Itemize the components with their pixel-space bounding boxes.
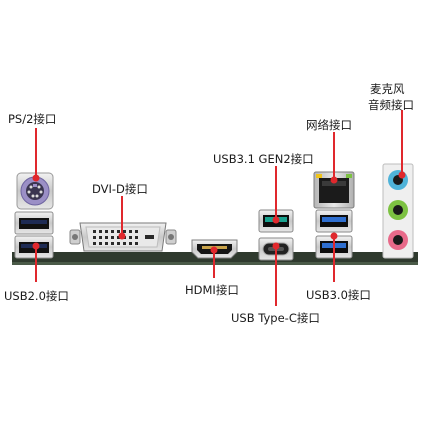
pointer-dot-usb31 bbox=[272, 216, 280, 224]
pointer-dot-ps2 bbox=[32, 174, 40, 182]
pointer-dot-usbc bbox=[272, 242, 280, 250]
pointer-dot-usb30 bbox=[330, 232, 338, 240]
pointer-dot-dvid bbox=[118, 232, 126, 240]
label-lan: 网络接口 bbox=[306, 118, 352, 132]
pointer-dot-lan bbox=[330, 176, 338, 184]
label-audio-line2: 音频接口 bbox=[368, 98, 414, 112]
label-dvid: DVI-D接口 bbox=[92, 182, 148, 196]
pointer-lines bbox=[32, 110, 406, 306]
label-usb20: USB2.0接口 bbox=[4, 289, 69, 303]
pointer-dot-usb20 bbox=[32, 242, 40, 250]
usb20-ports bbox=[14, 211, 54, 259]
label-audio-line1: 麦克风 bbox=[370, 82, 405, 96]
pointer-dot-audio bbox=[398, 171, 406, 179]
audio-jacks bbox=[382, 163, 414, 259]
label-usb30: USB3.0接口 bbox=[306, 288, 371, 302]
pointer-dot-hdmi bbox=[210, 246, 218, 254]
label-usb31: USB3.1 GEN2接口 bbox=[213, 152, 314, 166]
label-hdmi: HDMI接口 bbox=[185, 283, 239, 297]
label-usbc: USB Type-C接口 bbox=[231, 311, 320, 325]
ps2-port bbox=[16, 172, 54, 210]
label-ps2: PS/2接口 bbox=[8, 112, 57, 126]
